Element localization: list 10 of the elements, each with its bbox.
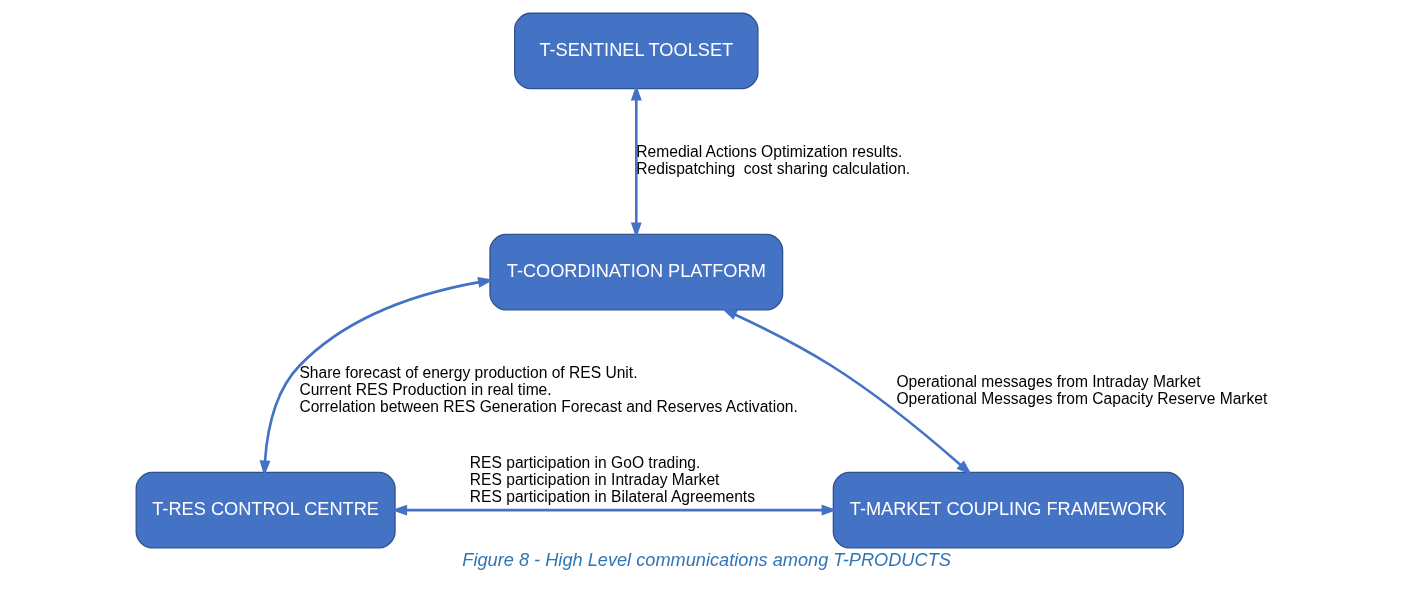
edge-label: Share forecast of energy production of RES Unit. Current RES Production in real time. Correlation between RES Generation Forecast and Reserves Activation.	[299, 364, 798, 416]
node-box: T-COORDINATION PLATFORM	[489, 233, 784, 311]
node-box: T-RES CONTROL CENTRE	[135, 471, 396, 549]
arrow	[721, 308, 972, 475]
node-box: T-SENTINEL TOOLSET	[514, 12, 759, 90]
edge-label: RES participation in GoO trading. RES participation in Intraday Market RES participation in Bilateral Agreements	[469, 453, 755, 505]
caption: Figure 8 - High Level communications among T-PRODUCTS	[462, 550, 951, 571]
edge-label: Remedial Actions Optimization results. Redispatching cost sharing calculation.	[636, 143, 911, 178]
node-box: T-MARKET COUPLING FRAMEWORK	[832, 471, 1184, 549]
edge-label: Operational messages from Intraday Market Operational Messages from Capacity Reserve Market	[896, 372, 1268, 407]
